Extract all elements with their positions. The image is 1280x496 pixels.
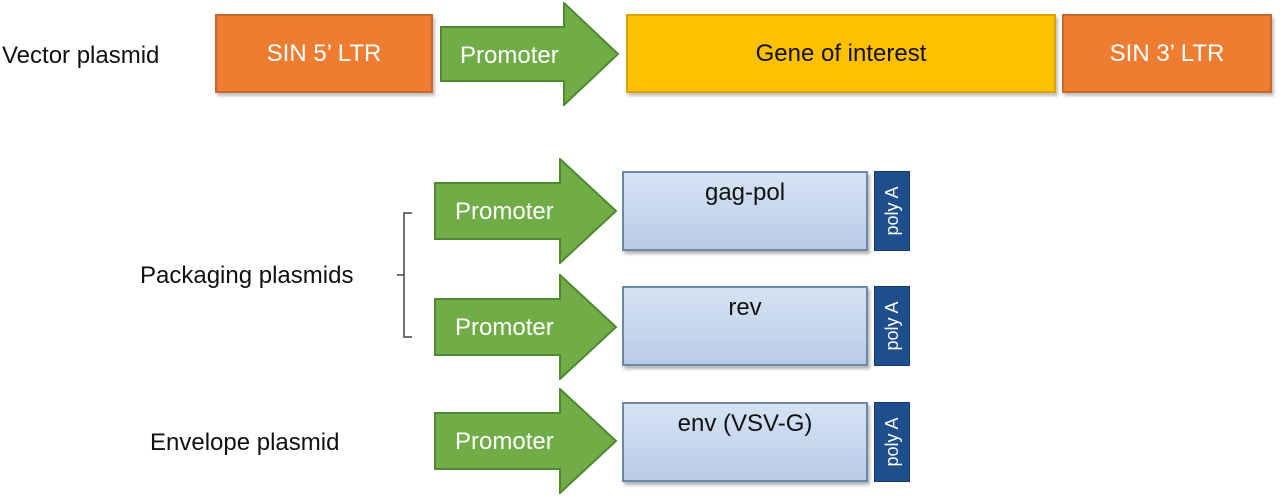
gene-of-interest-text: Gene of interest — [755, 39, 927, 67]
env-gene-box: env (VSV-G) — [622, 402, 868, 482]
gagpol-promoter-text: Promoter — [455, 198, 554, 225]
envelope-promoter-arrow: Promoter — [434, 388, 618, 494]
sin-5-ltr-box: SIN 5’ LTR — [215, 14, 433, 93]
envelope-promoter-text: Promoter — [455, 428, 554, 455]
rev-promoter-text: Promoter — [455, 314, 554, 341]
gagpol-promoter-arrow: Promoter — [434, 158, 618, 264]
rev-gene-box: rev — [622, 286, 868, 366]
vector-promoter-arrow: Promoter — [440, 2, 620, 106]
packaging-brace-icon — [397, 212, 412, 338]
rev-polya-text: poly A — [882, 301, 902, 351]
rev-promoter-arrow: Promoter — [434, 274, 618, 380]
arrow-shape-icon — [434, 388, 618, 494]
env-gene-text: env (VSV-G) — [677, 410, 813, 437]
gagpol-polya-box: poly A — [874, 171, 910, 251]
gagpol-polya-text: poly A — [882, 186, 902, 236]
rev-gene-text: rev — [728, 294, 762, 321]
gene-of-interest-box: Gene of interest — [626, 14, 1056, 93]
packaging-plasmids-label: Packaging plasmids — [140, 262, 354, 289]
gagpol-gene-box: gag-pol — [622, 171, 868, 251]
sin-3-ltr-text: SIN 3’ LTR — [1109, 39, 1225, 67]
env-polya-box: poly A — [874, 402, 910, 482]
envelope-plasmid-label: Envelope plasmid — [150, 429, 340, 456]
env-polya-text: poly A — [882, 417, 902, 467]
rev-polya-box: poly A — [874, 286, 910, 366]
arrow-shape-icon — [440, 2, 620, 106]
sin-3-ltr-box: SIN 3’ LTR — [1062, 14, 1272, 93]
sin-5-ltr-text: SIN 5’ LTR — [266, 39, 382, 67]
vector-promoter-text: Promoter — [460, 42, 559, 69]
vector-plasmid-label: Vector plasmid — [2, 42, 160, 69]
arrow-shape-icon — [434, 274, 618, 380]
gagpol-gene-text: gag-pol — [704, 179, 786, 206]
arrow-shape-icon — [434, 158, 618, 264]
